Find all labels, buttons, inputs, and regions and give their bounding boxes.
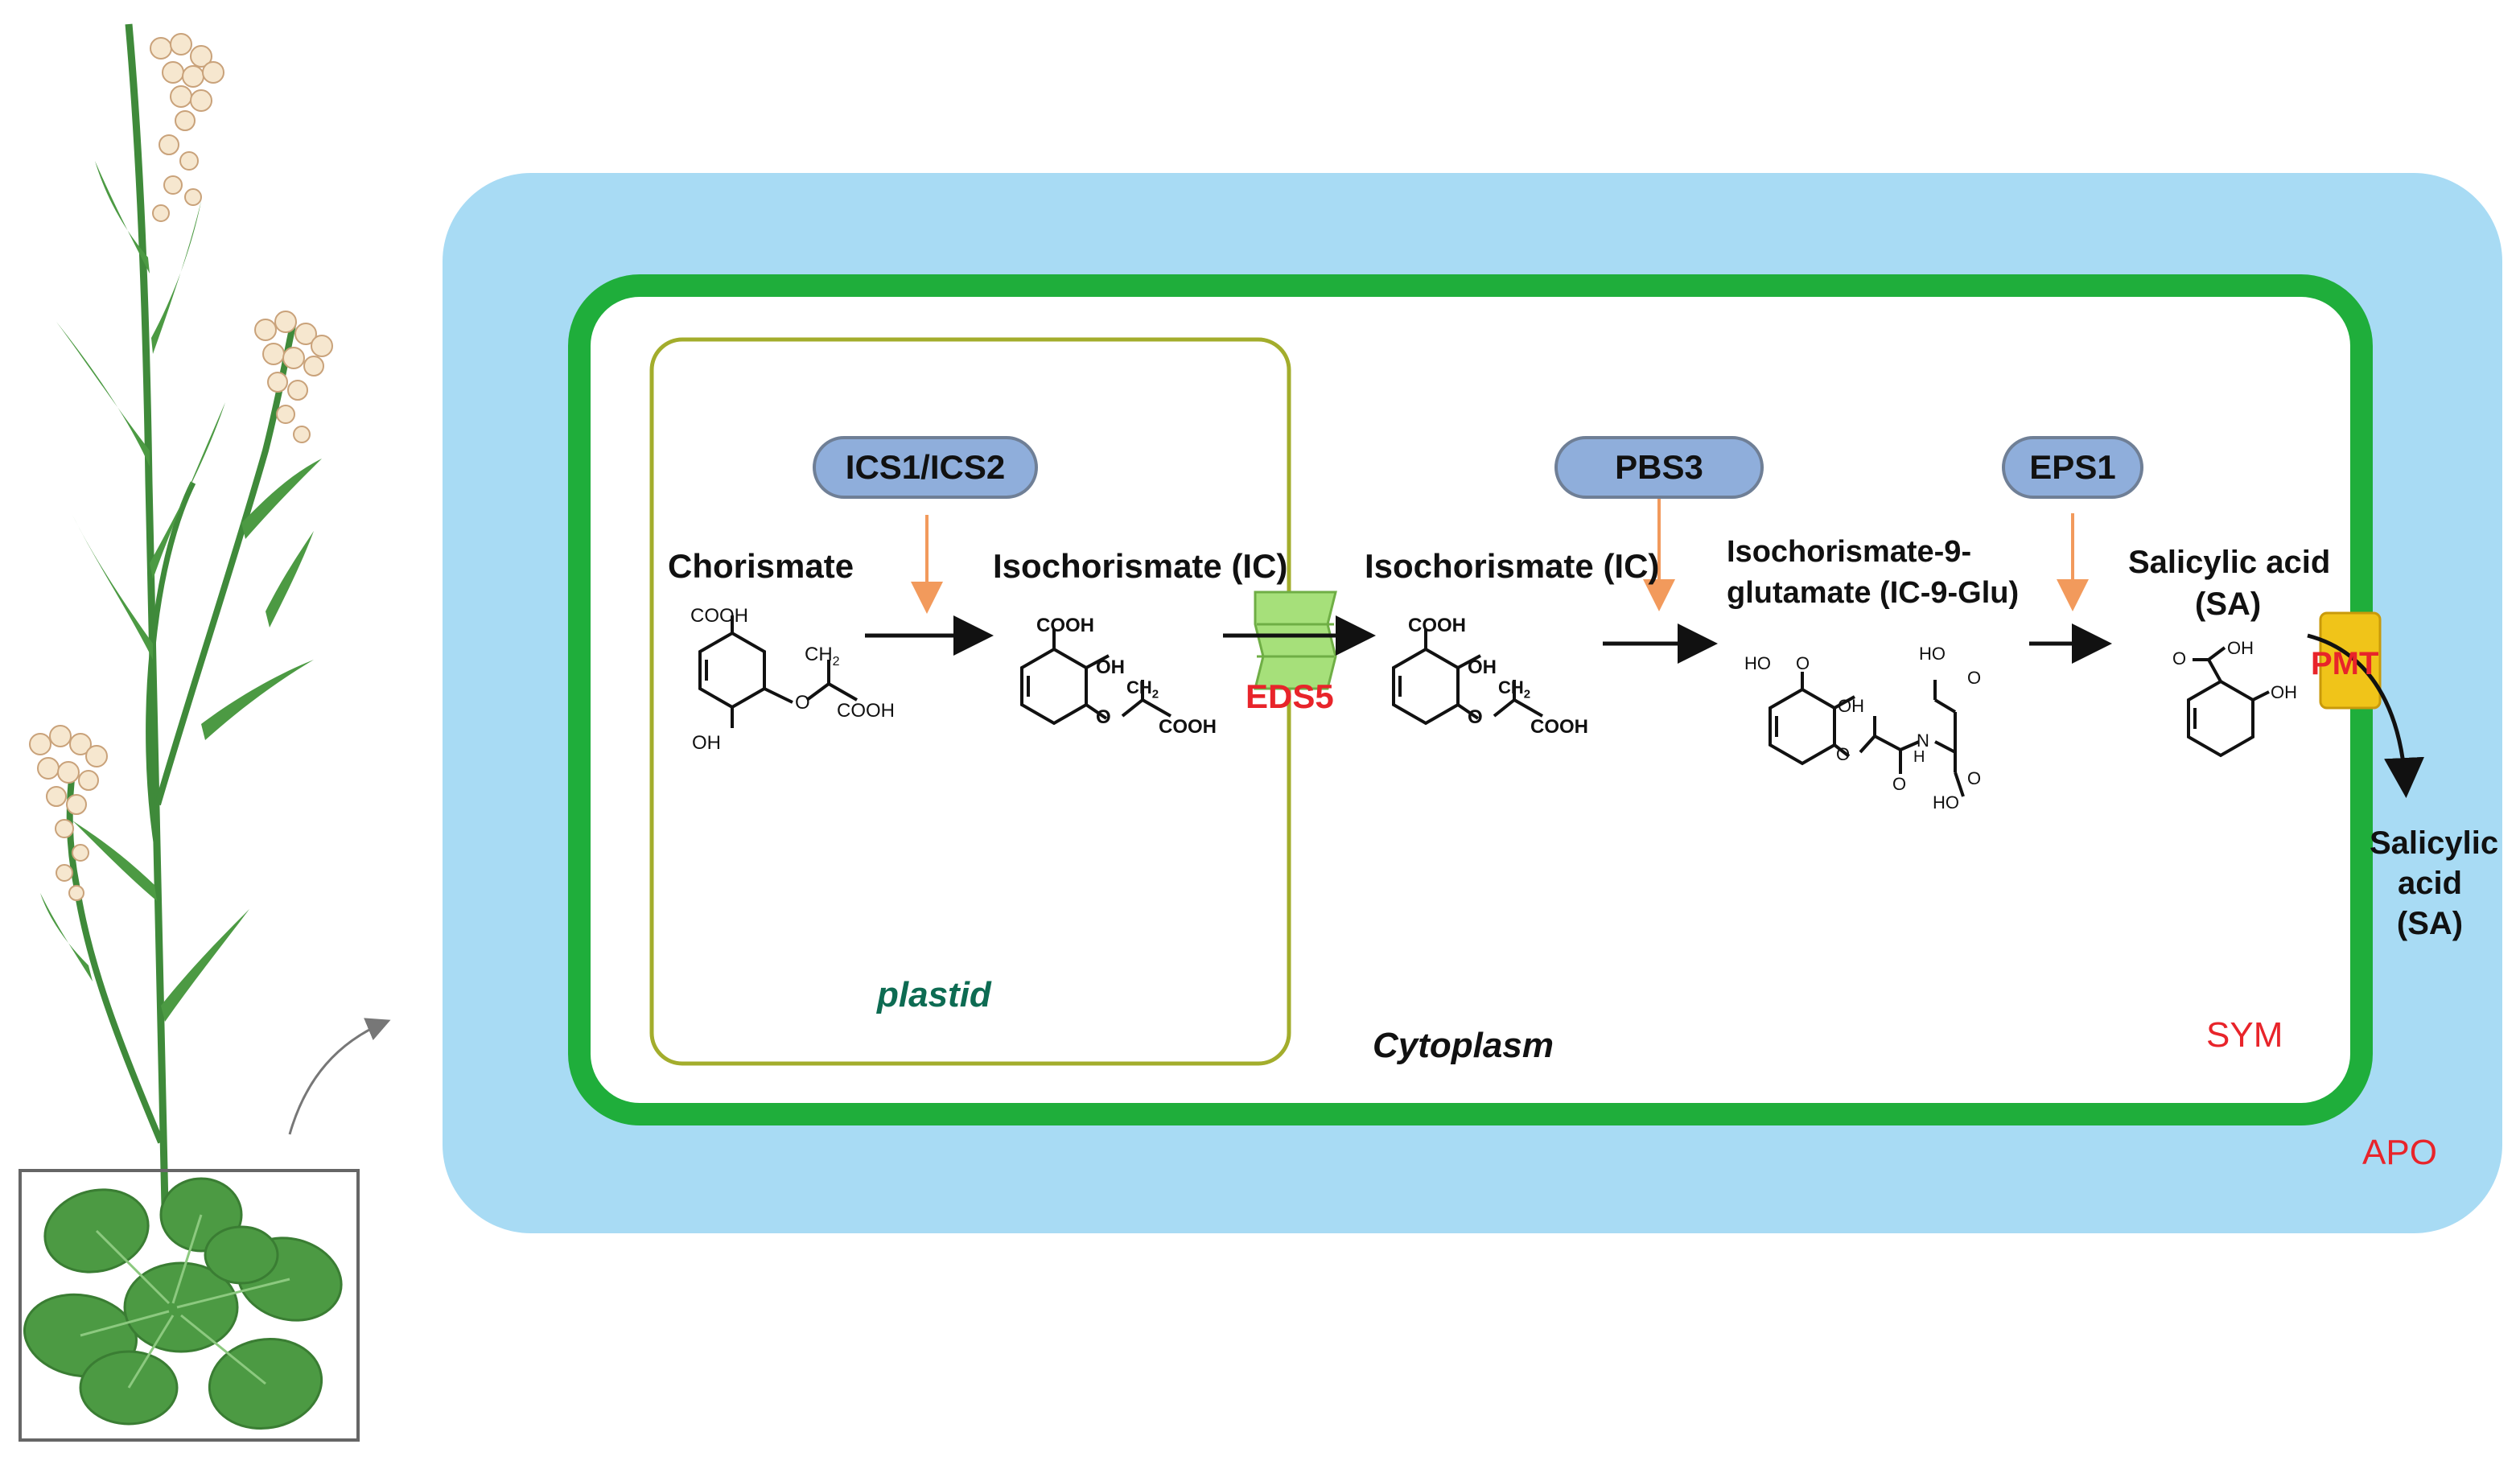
salicylic-acid-structure	[2187, 646, 2270, 758]
ic9glu-o5-label: O	[1967, 768, 1982, 788]
ic-cyto-cooh-label: COOH	[1408, 615, 1466, 636]
isochorismate-plastid-label: Isochorismate (IC)	[993, 547, 1288, 585]
apo-label: APO	[2362, 1133, 2437, 1172]
salicylic-acid-apoplast-line3: (SA)	[2396, 906, 2464, 941]
salicylic-acid-apoplast-line1: Salicylic	[2370, 825, 2499, 861]
ic-plastid-cooh2-label: COOH	[1159, 716, 1217, 738]
sa-export-arrow	[2307, 633, 2424, 798]
cytoplasm-label: Cytoplasm	[1373, 1026, 1554, 1065]
eds5-label: EDS5	[1246, 677, 1334, 715]
chorismate-oh-label: OH	[692, 732, 721, 754]
side-stem-right	[154, 321, 297, 806]
salicylic-acid-label-line2: (SA)	[2195, 586, 2262, 622]
sa-o-label: O	[2172, 648, 2187, 669]
enzyme-pbs3-badge: PBS3	[1554, 436, 1764, 499]
ic-cyto-oh-label: OH	[1468, 656, 1497, 678]
ic9glu-o-label: O	[1796, 653, 1810, 673]
eds5-transporter-icon	[1254, 590, 1337, 690]
rosette-leaf-veins	[80, 1214, 290, 1389]
ic-cyto-o-label: O	[1468, 706, 1483, 728]
ic9glu-ho-label: HO	[1744, 653, 1771, 673]
salicylic-acid-label-line1: Salicylic acid	[2128, 545, 2331, 580]
enzyme-ics1-ics2-badge: ICS1/ICS2	[813, 436, 1038, 499]
rosette-inset-box	[19, 1169, 360, 1442]
isochorismate-cytoplasm-structure	[1392, 629, 1543, 726]
plastid-label: plastid	[877, 975, 991, 1014]
ic9glu-o3-label: O	[1892, 774, 1907, 794]
ic-plastid-oh-label: OH	[1096, 656, 1125, 678]
side-stem-left	[66, 772, 164, 1144]
chorismate-ch2-label: CH2	[805, 644, 840, 669]
ic9glu-label-line2: glutamate (IC-9-Glu)	[1727, 576, 2020, 610]
ic9glu-oh-label: OH	[1838, 696, 1864, 716]
chorismate-label: Chorismate	[668, 547, 854, 585]
ic-cyto-cooh2-label: COOH	[1530, 716, 1588, 738]
pmt-label: PMT	[2311, 646, 2379, 681]
ic9glu-n-label: N	[1917, 730, 1929, 751]
main-stem	[125, 23, 169, 1208]
chorismate-cooh-label: COOH	[690, 605, 748, 627]
flower-clusters	[29, 33, 333, 901]
enzyme-eps1-badge: EPS1	[2002, 436, 2143, 499]
ic9glu-label-line1: Isochorismate-9-	[1727, 535, 1972, 569]
rosette-leaves	[23, 1177, 343, 1430]
chorismate-o-label: O	[795, 692, 810, 714]
sa-oh-label: OH	[2227, 638, 2254, 658]
sym-label: SYM	[2206, 1015, 2283, 1055]
cauline-leaves	[40, 161, 322, 1022]
chorismate-structure	[698, 615, 858, 728]
ic9glu-ho3-label: HO	[1933, 792, 1959, 813]
plastid-compartment	[649, 337, 1291, 1066]
ic9glu-o2-label: O	[1836, 744, 1851, 764]
ic9glu-o4-label: O	[1967, 668, 1982, 688]
ic-cyto-ch2-label: CH2	[1498, 677, 1531, 702]
sa-oh2-label: OH	[2271, 682, 2297, 702]
ic-plastid-ch2-label: CH2	[1126, 677, 1159, 702]
zoom-pointer-arrow	[288, 1018, 391, 1135]
chorismate-cooh2-label: COOH	[837, 700, 895, 722]
ic-plastid-o-label: O	[1096, 706, 1111, 728]
salicylic-acid-apoplast-line2: acid	[2397, 866, 2463, 901]
ic-plastid-cooh-label: COOH	[1036, 615, 1094, 636]
arabidopsis-plant-illustration	[19, 23, 391, 1442]
isochorismate-plastid-structure	[1020, 629, 1171, 726]
ic9glu-h-label: H	[1913, 748, 1925, 766]
ic9glu-structure	[1769, 672, 1965, 797]
isochorismate-cytoplasm-label: Isochorismate (IC)	[1365, 547, 1660, 585]
ic9glu-ho2-label: HO	[1919, 644, 1946, 664]
pmt-transporter-icon	[2319, 611, 2382, 710]
